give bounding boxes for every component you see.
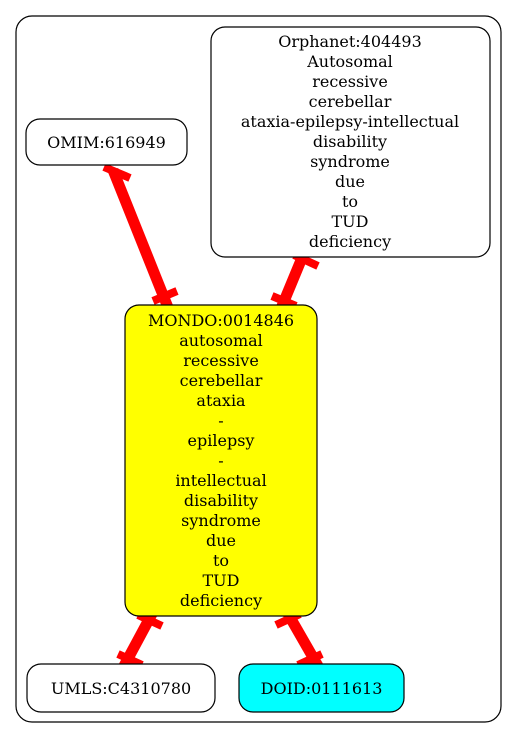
- node-omim[interactable]: OMIM:616949: [25, 118, 188, 166]
- node-mondo-label-line: MONDO:0014846: [148, 311, 294, 330]
- node-mondo-label-line: recessive: [183, 351, 259, 370]
- node-mondo-label-line: disability: [184, 491, 258, 510]
- node-mondo-label-line: autosomal: [179, 331, 263, 350]
- edge-mondo-doid[interactable]: [274, 609, 324, 669]
- node-umls-label-line: UMLS:C4310780: [51, 679, 191, 698]
- node-orphanet-label-line: recessive: [312, 72, 388, 91]
- node-omim-label: OMIM:616949: [47, 133, 166, 152]
- node-mondo-label-line: cerebellar: [180, 371, 263, 390]
- node-orphanet-label-line: due: [335, 172, 365, 191]
- node-orphanet-label-line: cerebellar: [309, 92, 392, 111]
- node-orphanet-label-line: TUD: [332, 212, 369, 231]
- edge-omim-mondo[interactable]: [102, 163, 179, 313]
- edge-mondo-umls[interactable]: [116, 609, 164, 669]
- node-mondo-label-line: due: [206, 531, 236, 550]
- node-orphanet-label-line: Autosomal: [306, 52, 393, 71]
- node-umls-label: UMLS:C4310780: [51, 679, 191, 698]
- node-doid[interactable]: DOID:0111613: [238, 663, 405, 713]
- cluster-border: [15, 15, 502, 723]
- node-orphanet-label-line: Orphanet:404493: [278, 32, 422, 51]
- node-omim-label-line: OMIM:616949: [47, 133, 166, 152]
- node-doid-label-line: DOID:0111613: [261, 679, 383, 698]
- node-doid-label: DOID:0111613: [261, 679, 383, 698]
- node-mondo-label-line: to: [213, 551, 229, 570]
- node-orphanet-label-line: ataxia-epilepsy-intellectual: [241, 112, 459, 131]
- node-mondo-label-line: deficiency: [180, 591, 262, 610]
- node-umls[interactable]: UMLS:C4310780: [26, 663, 216, 713]
- node-mondo-label-line: -: [218, 451, 223, 470]
- node-orphanet-label-line: disability: [313, 132, 387, 151]
- node-orphanet-label-line: deficiency: [309, 232, 391, 251]
- node-mondo-label-line: syndrome: [181, 511, 261, 530]
- node-mondo-label-line: ataxia: [196, 391, 246, 410]
- edge-orphanet-mondo[interactable]: [270, 250, 320, 314]
- node-mondo-label-line: epilepsy: [188, 431, 255, 450]
- node-orphanet-label-line: syndrome: [310, 152, 390, 171]
- node-orphanet-label-line: to: [342, 192, 358, 211]
- node-mondo-label-line: intellectual: [175, 471, 266, 490]
- node-mondo-label-line: -: [218, 411, 223, 430]
- node-mondo-label-line: TUD: [203, 571, 240, 590]
